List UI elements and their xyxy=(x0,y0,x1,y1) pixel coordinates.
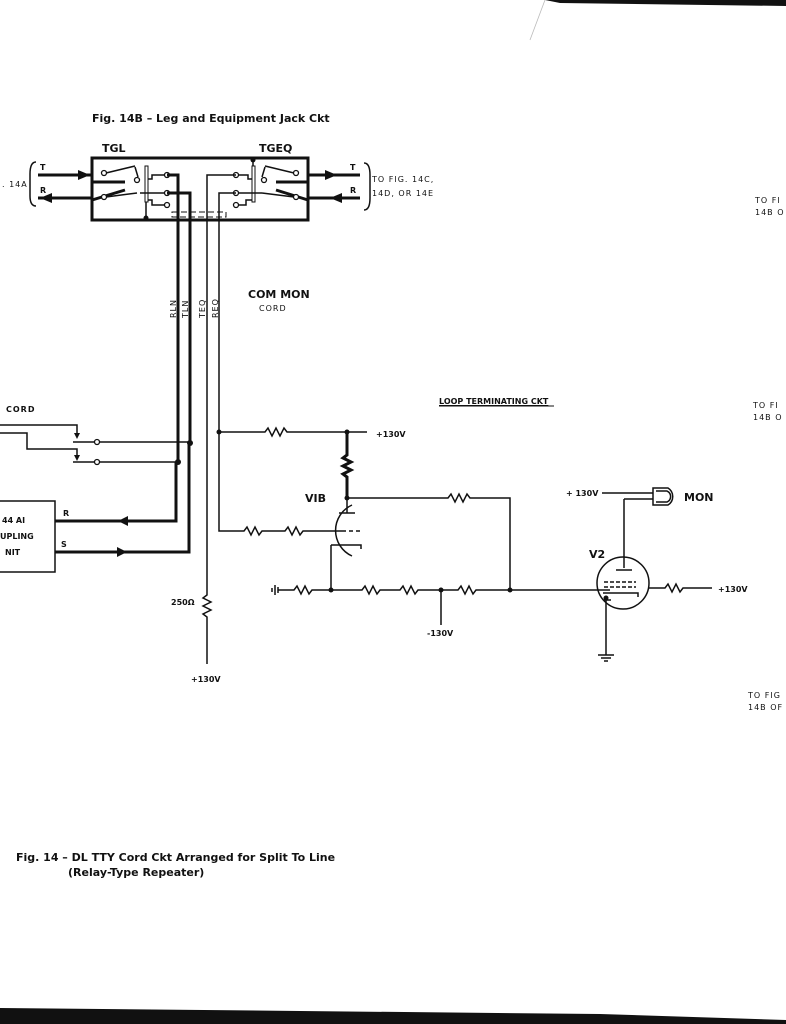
tgl-label: TGL xyxy=(102,142,126,155)
mon-label: MON xyxy=(684,491,714,504)
left-t-label: T xyxy=(40,163,46,172)
coupling-unit-line3: NIT xyxy=(5,548,21,557)
scan-edge-bottom xyxy=(0,1008,786,1024)
screen-supply-label: +130V xyxy=(718,585,748,594)
caption-line1: Fig. 14 – DL TTY Cord Ckt Arranged for S… xyxy=(16,851,335,864)
right-ref-line2: 14D, OR 14E xyxy=(372,189,434,198)
right-ref-1-line1: TO FI xyxy=(754,196,781,205)
loop-terminating-title: LOOP TERMINATING CKT xyxy=(439,397,549,406)
req-label: REQ xyxy=(211,298,220,318)
neg-supply-label: -130V xyxy=(427,629,454,638)
cord-contacts xyxy=(0,424,193,466)
left-ref-label: . 14A xyxy=(2,180,28,189)
right-ref-3-line2: 14B OF xyxy=(748,703,783,712)
mechanical-link xyxy=(171,211,227,218)
right-r-label: R xyxy=(350,186,356,195)
right-ref-2-line2: 14B O xyxy=(753,413,783,422)
arrow-right-icon xyxy=(325,170,337,180)
coupling-unit-line2: UPLING xyxy=(0,532,34,541)
cord-label: CORD xyxy=(6,405,35,414)
resistor-250-symbol xyxy=(201,590,213,664)
caption-line2: (Relay-Type Repeater) xyxy=(68,866,204,879)
right-ref-line1: TO FIG. 14C, xyxy=(371,175,434,184)
lamp-supply-label: + 130V xyxy=(566,489,599,498)
fig-14b-title: Fig. 14B – Leg and Equipment Jack Ckt xyxy=(92,112,330,125)
right-t-label: T xyxy=(350,163,356,172)
coupling-leads xyxy=(55,443,191,557)
rln-label: RLN xyxy=(169,299,178,318)
loop-circuit xyxy=(201,426,610,664)
left-r-label: R xyxy=(40,186,46,195)
arrow-right-icon xyxy=(78,170,90,180)
right-ref-2-line1: TO FI xyxy=(752,401,779,410)
tln-label: TLN xyxy=(181,300,190,319)
monitor-circuit xyxy=(596,487,712,662)
coupling-unit xyxy=(0,500,56,573)
ground-symbol xyxy=(598,654,614,662)
coupling-r-label: R xyxy=(63,509,69,518)
coupling-s-label: S xyxy=(61,540,67,549)
ground-symbol xyxy=(271,585,279,595)
coupling-unit-line1: 44 AI xyxy=(2,516,25,525)
teq-label: TEQ xyxy=(198,299,207,319)
com-mon-subtitle: CORD xyxy=(259,304,287,313)
jack-assembly xyxy=(90,156,310,222)
bottom-supply-label: +130V xyxy=(191,675,221,684)
plate-resistor xyxy=(339,432,355,498)
v2-label: V2 xyxy=(589,548,605,561)
com-mon-title: COM MON xyxy=(248,288,310,301)
loop-supply-top: +130V xyxy=(376,430,406,439)
right-ref-1-line2: 14B O xyxy=(755,208,785,217)
arrow-left-icon xyxy=(330,193,342,203)
scan-edge-top xyxy=(529,0,786,41)
resistor-symbol xyxy=(219,426,367,438)
v1b-label: VIB xyxy=(305,492,326,505)
right-ref-3-line1: TO FIG xyxy=(747,691,781,700)
arrow-left-icon xyxy=(40,193,52,203)
left-tr-leads xyxy=(29,161,92,207)
v2-tube-envelope xyxy=(596,556,650,610)
tgeq-label: TGEQ xyxy=(259,142,292,155)
resistor-250-label: 250Ω xyxy=(171,598,195,607)
right-tr-leads xyxy=(308,162,371,211)
tgeq-switch-contacts xyxy=(232,157,300,209)
vertical-leads xyxy=(167,173,236,590)
